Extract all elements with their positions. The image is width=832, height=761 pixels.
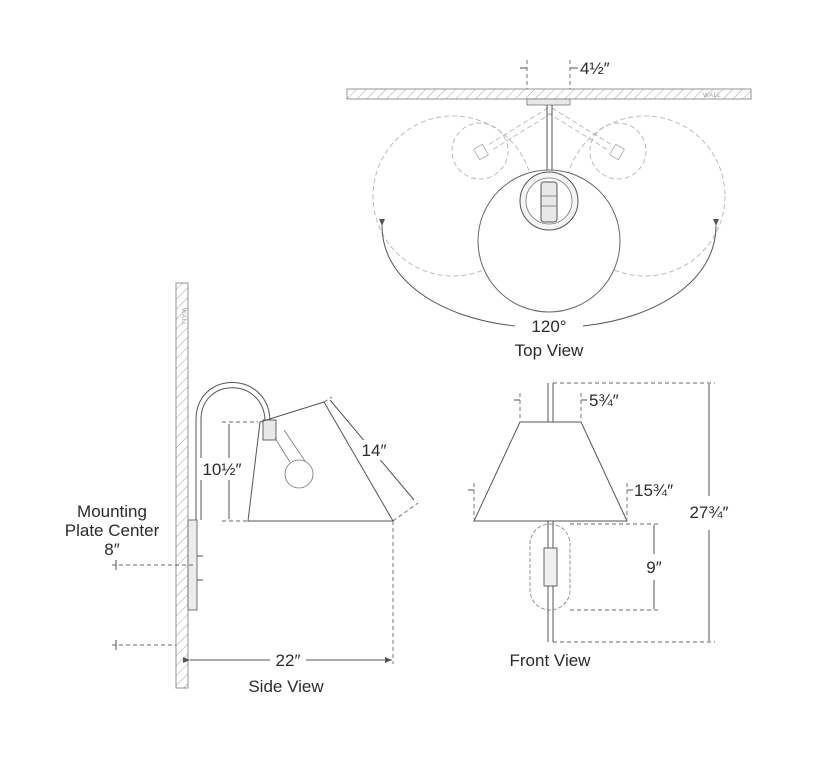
ghost-socket-left <box>451 122 509 180</box>
top-plate-width-dim: 4½″ <box>520 59 610 89</box>
top-view-title: Top View <box>515 341 584 360</box>
rotation-label: 120° <box>531 317 566 336</box>
mounting-label-line2: Plate Center <box>65 521 160 540</box>
side-depth-label: 22″ <box>276 651 301 670</box>
front-view: 5¾″ 15¾″ 9″ 27¾″ Front View <box>468 382 738 670</box>
rotation-arc-right <box>582 218 720 327</box>
top-view: WALL 4½″ 12 <box>346 59 752 360</box>
side-view-title: Side View <box>248 677 324 696</box>
side-shade-length-label: 14″ <box>362 441 387 460</box>
side-shade-height-label: 10½″ <box>202 460 241 479</box>
front-socket <box>543 547 558 587</box>
top-wall-label: WALL <box>703 93 721 99</box>
side-view: WALL 10½″ 14″ 22″ <box>65 282 419 696</box>
side-socket <box>262 419 277 441</box>
rotation-arc-left <box>378 218 516 327</box>
mounting-label-line1: Mounting <box>77 502 147 521</box>
front-view-title: Front View <box>510 651 592 670</box>
top-wall <box>346 88 752 100</box>
side-bulb <box>284 459 314 489</box>
mounting-value: 8″ <box>104 540 119 559</box>
front-top-width-label: 5¾″ <box>589 391 619 410</box>
front-shade <box>473 421 628 522</box>
front-plate-height-label: 9″ <box>646 558 661 577</box>
side-wall <box>175 282 189 689</box>
ghost-socket-right <box>589 122 647 180</box>
top-mount-plate <box>526 98 571 106</box>
top-plate-width-label: 4½″ <box>580 59 610 78</box>
front-bottom-width-label: 15¾″ <box>634 481 673 500</box>
top-shade <box>477 169 621 313</box>
front-backplate <box>529 523 571 611</box>
side-wall-label: WALL <box>180 308 186 326</box>
front-overall-height-label: 27¾″ <box>689 503 728 522</box>
top-socket <box>540 181 558 223</box>
side-arm <box>195 382 271 520</box>
